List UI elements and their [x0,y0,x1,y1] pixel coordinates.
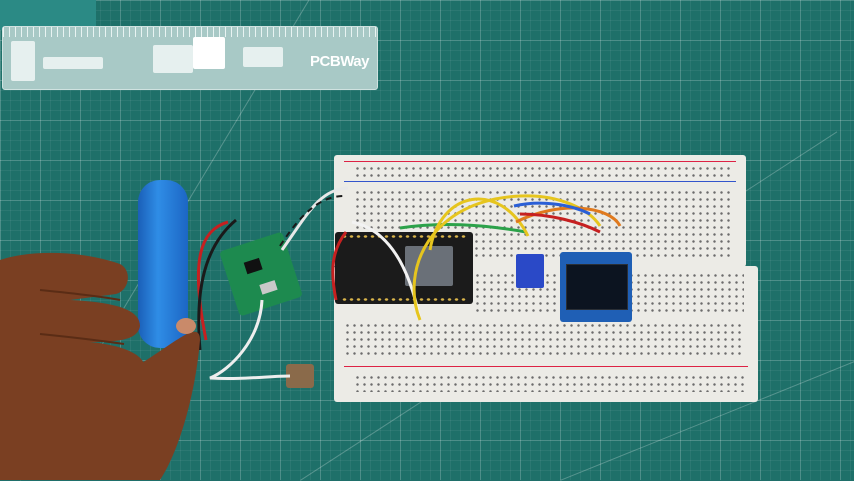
ruler-brand-text: PCBWay [310,53,369,70]
wire-red [196,220,229,341]
ruler-ticks [3,27,377,37]
power-rail-line [344,366,748,367]
breadboard-holes [354,374,744,392]
ruler-pad [243,47,283,67]
wire-blue [513,201,591,216]
sensor-module [516,254,544,288]
wire-white-black [280,186,349,251]
wire-orange [515,206,622,227]
wire-yellow [412,194,602,321]
esp32-pins [341,234,467,239]
wire-red [519,212,601,234]
hand [0,252,200,480]
ruler-pad [153,45,193,73]
wire-black [197,218,237,351]
power-rail-line [344,161,736,162]
wire-white [351,220,422,321]
wire-green [399,223,527,234]
oled-display [560,252,632,322]
ruler-pad [11,41,35,81]
breadboard-holes [354,165,734,179]
esp32-pins [341,297,467,302]
esp32-board [335,232,473,304]
pcb-ruler: PCBWay [2,26,378,90]
wire-red [331,231,348,301]
esp32-module-shield [405,246,453,286]
wire-black [279,194,347,247]
power-rail-line [344,181,736,182]
oled-screen [566,264,628,310]
wire-white [209,299,291,381]
push-switch [286,364,314,388]
ruler-pad [43,57,103,69]
breadboard-holes [344,322,744,356]
corner-logo [0,0,96,30]
ruler-pad [193,37,225,69]
